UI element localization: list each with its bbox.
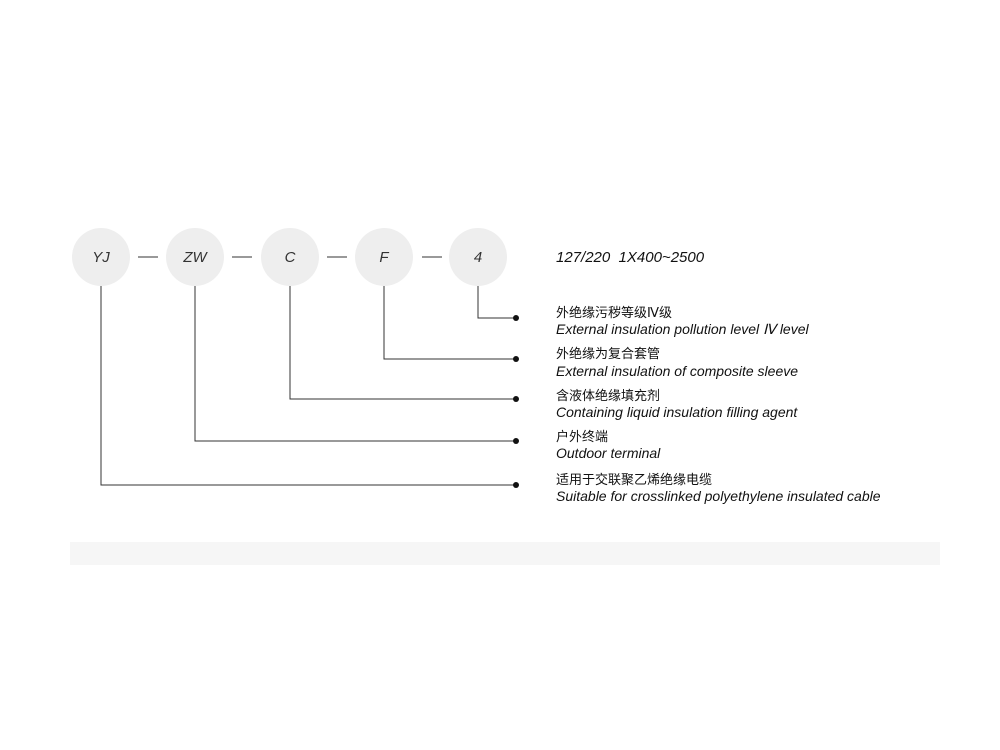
leader-dot-yj (513, 482, 519, 488)
leader-dot-f (513, 356, 519, 362)
leader-line-4 (477, 286, 516, 319)
code-part-4: 4 (449, 228, 507, 286)
code-circle-c (261, 228, 319, 286)
description-yj: 适用于交联聚乙烯绝缘电缆 Suitable for crosslinked po… (556, 472, 881, 504)
leader-dot-4 (513, 315, 519, 321)
leader-line-yj (100, 286, 516, 486)
code-circle-yj (72, 228, 130, 286)
description-cn-4: 外绝缘污秽等级Ⅳ级 (556, 305, 672, 321)
leader-dot-zw (513, 438, 519, 444)
description-zw: 户外终端 Outdoor terminal (556, 429, 661, 461)
code-part-f: F (355, 228, 413, 286)
description-en-yj: Suitable for crosslinked polyethylene in… (556, 488, 881, 504)
footer-bar (70, 542, 940, 565)
description-en-c: Containing liquid insulation filling age… (556, 404, 798, 420)
description-cn-yj: 适用于交联聚乙烯绝缘电缆 (556, 472, 712, 488)
leader-dot-c (513, 396, 519, 402)
code-circle-f (355, 228, 413, 286)
code-text-f: F (379, 249, 389, 266)
description-cn-zw: 户外终端 (556, 429, 608, 445)
code-text-c: C (285, 249, 296, 266)
description-en-4: External insulation pollution level Ⅳ le… (556, 321, 810, 337)
description-c: 含液体绝缘填充剂 Containing liquid insulation fi… (556, 388, 798, 420)
description-en-f: External insulation of composite sleeve (556, 363, 798, 379)
description-4: 外绝缘污秽等级Ⅳ级 External insulation pollution … (556, 305, 810, 337)
description-cn-f: 外绝缘为复合套管 (556, 346, 660, 362)
code-part-zw: ZW (166, 228, 224, 286)
code-circle-4 (449, 228, 507, 286)
code-circle-zw (166, 228, 224, 286)
code-text-4: 4 (474, 249, 482, 266)
leader-line-zw (194, 286, 516, 442)
leader-line-f (383, 286, 516, 360)
code-part-c: C (261, 228, 319, 286)
leader-line-c (289, 286, 516, 400)
spec-text: 127/220 1X400~2500 (556, 249, 705, 266)
code-text-zw: ZW (182, 249, 208, 266)
description-cn-c: 含液体绝缘填充剂 (556, 388, 660, 404)
description-en-zw: Outdoor terminal (556, 445, 661, 461)
code-part-yj: YJ (72, 228, 130, 286)
code-text-yj: YJ (92, 249, 110, 266)
description-f: 外绝缘为复合套管 External insulation of composit… (556, 346, 798, 379)
